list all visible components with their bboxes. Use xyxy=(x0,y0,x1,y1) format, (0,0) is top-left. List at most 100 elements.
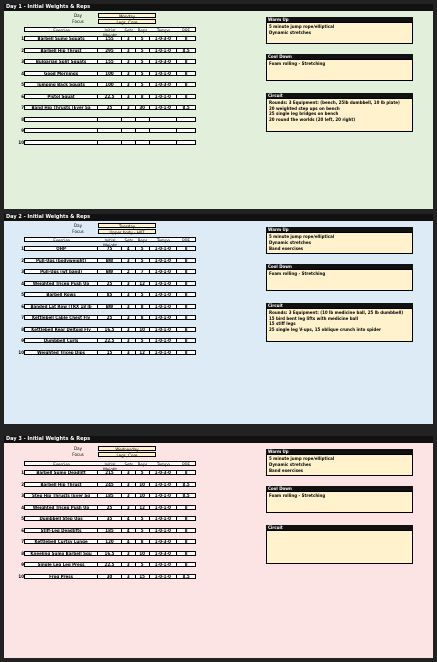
rpe-cell[interactable]: 8 xyxy=(184,350,188,354)
exercise-name-cell[interactable]: Banded Lat Row (TRX 18 lb xyxy=(25,304,99,308)
rpe-cell[interactable]: 8.5 xyxy=(182,494,190,497)
rpe-cell[interactable]: 8 xyxy=(184,281,188,285)
reps-cell[interactable]: 5 xyxy=(136,37,150,40)
exercise-name-cell[interactable]: Kettlebell Rear Deltoid Fly xyxy=(25,327,99,331)
reps-cell[interactable]: 5 xyxy=(136,517,150,520)
sets-cell[interactable]: 3 xyxy=(122,482,136,486)
exercise-name-cell[interactable]: Single Leg Leg Press xyxy=(25,563,99,566)
tempo-cell[interactable]: 1-0-3-0 xyxy=(150,83,178,86)
initial-weight-cell[interactable]: 155 xyxy=(98,60,122,63)
exercise-name-cell[interactable]: OHP xyxy=(25,247,99,250)
sets-cell[interactable]: 3 xyxy=(122,281,136,285)
tempo-cell[interactable]: 1-0-1-0 xyxy=(150,293,178,296)
initial-weight-cell[interactable]: 100 xyxy=(98,83,122,86)
sets-cell[interactable]: 3 xyxy=(122,551,136,555)
sets-cell[interactable]: 3 xyxy=(122,316,136,319)
initial-weight-cell[interactable]: 295 xyxy=(98,48,122,52)
reps-cell[interactable]: 10 xyxy=(136,327,150,331)
circuit-body[interactable]: Rounds: 3 Equipment: (bench, 25lb dumbbe… xyxy=(266,98,413,132)
day-value[interactable]: Tuesday xyxy=(98,223,156,229)
sets-cell[interactable]: 3 xyxy=(122,471,136,474)
initial-weight-cell[interactable]: 15 xyxy=(98,350,122,354)
sets-cell[interactable]: 2 xyxy=(122,270,136,273)
sets-cell[interactable] xyxy=(122,117,136,121)
exercise-name-cell[interactable]: Frog Press xyxy=(25,574,99,578)
sets-cell[interactable]: 3 xyxy=(122,258,136,262)
cooldown-body[interactable]: Foam rolling - Stretching xyxy=(266,269,413,291)
rpe-cell[interactable]: 8 xyxy=(184,471,188,474)
reps-cell[interactable]: 5 xyxy=(136,258,150,262)
exercise-name-cell[interactable]: Weighted Tricep Dips xyxy=(25,350,99,354)
warmup-body[interactable]: 5 minute jump rope/elliptical Dynamic st… xyxy=(266,232,413,254)
rpe-cell[interactable]: 8 xyxy=(184,540,188,543)
rpe-cell[interactable]: 8 xyxy=(184,505,188,509)
rpe-cell[interactable]: 8 xyxy=(184,71,188,75)
tempo-cell[interactable]: 1-0-1-0 xyxy=(150,304,178,308)
focus-value[interactable]: Legs, Core xyxy=(98,452,156,458)
exercise-name-cell[interactable]: Dumbbell Curls xyxy=(25,339,99,342)
rpe-cell[interactable] xyxy=(177,129,195,132)
warmup-body[interactable]: 5 minute jump rope/elliptical Dynamic st… xyxy=(266,454,413,476)
rpe-cell[interactable]: 8 xyxy=(184,83,188,86)
rpe-cell[interactable]: 8 xyxy=(184,563,188,566)
focus-value[interactable]: Legs, Core xyxy=(98,19,156,25)
tempo-cell[interactable]: 1-0-1-0 xyxy=(150,574,178,578)
cooldown-body[interactable]: Foam rolling - Stretching xyxy=(266,491,413,513)
initial-weight-cell[interactable]: BW xyxy=(98,270,122,273)
rpe-cell[interactable]: 8 xyxy=(184,551,188,555)
initial-weight-cell[interactable]: 85 xyxy=(98,293,122,296)
rpe-cell[interactable]: 8 xyxy=(184,94,188,98)
initial-weight-cell[interactable]: 22.5 xyxy=(98,563,122,566)
reps-cell[interactable]: 5 xyxy=(136,71,150,75)
tempo-cell[interactable]: 1-0-1-0 xyxy=(150,247,178,250)
exercise-name-cell[interactable]: Weighted Tricep Push Up xyxy=(25,281,99,285)
tempo-cell[interactable]: 1-0-1-0 xyxy=(150,281,178,285)
tempo-cell[interactable]: 1-0-1-0 xyxy=(150,517,178,520)
sets-cell[interactable]: 3 xyxy=(122,350,136,354)
reps-cell[interactable]: 5 xyxy=(136,83,150,86)
sets-cell[interactable]: 3 xyxy=(122,505,136,509)
reps-cell[interactable]: 5 xyxy=(136,528,150,532)
sets-cell[interactable]: 3 xyxy=(122,304,136,308)
reps-cell[interactable] xyxy=(136,140,150,144)
exercise-name-cell[interactable]: Kettlebell Cable Chest Fly xyxy=(25,316,99,319)
tempo-cell[interactable]: 1-0-3-0 xyxy=(150,60,178,63)
initial-weight-cell[interactable]: 100 xyxy=(98,71,122,75)
initial-weight-cell[interactable]: 25 xyxy=(98,281,122,285)
initial-weight-cell[interactable]: 185 xyxy=(98,494,122,497)
reps-cell[interactable]: 5 xyxy=(136,293,150,296)
rpe-cell[interactable]: 8 xyxy=(184,258,188,262)
initial-weight-cell[interactable] xyxy=(98,129,122,132)
tempo-cell[interactable]: 1-0-1-0 xyxy=(150,482,178,486)
initial-weight-cell[interactable]: 155 xyxy=(98,37,122,40)
reps-cell[interactable]: 12 xyxy=(136,281,150,285)
tempo-cell[interactable]: 1-0-1-0 xyxy=(150,563,178,566)
reps-cell[interactable]: 8 xyxy=(136,304,150,308)
reps-cell[interactable]: 5 xyxy=(136,563,150,566)
sets-cell[interactable]: 3 xyxy=(122,94,136,98)
reps-cell[interactable]: 10 xyxy=(136,482,150,486)
tempo-cell[interactable] xyxy=(150,129,178,132)
rpe-cell[interactable]: 8 xyxy=(184,37,188,40)
tempo-cell[interactable]: 1-0-3-0 xyxy=(150,471,178,474)
initial-weight-cell[interactable] xyxy=(98,117,122,121)
reps-cell[interactable]: 5 xyxy=(136,247,150,250)
sets-cell[interactable]: 3 xyxy=(122,563,136,566)
sets-cell[interactable]: 4 xyxy=(122,247,136,250)
reps-cell[interactable]: 5 xyxy=(136,471,150,474)
tempo-cell[interactable]: 1-0-3-0 xyxy=(150,551,178,555)
tempo-cell[interactable]: 1-0-1-0 xyxy=(150,339,178,342)
exercise-name-cell[interactable]: Kneeling Sumo Barbell Squ xyxy=(25,551,99,555)
tempo-cell[interactable]: 1-0-3-0 xyxy=(150,37,178,40)
reps-cell[interactable]: 10 xyxy=(136,551,150,555)
initial-weight-cell[interactable]: 25 xyxy=(98,106,122,109)
exercise-name-cell[interactable]: Barbell Rows xyxy=(25,293,99,296)
reps-cell[interactable]: 5 xyxy=(136,60,150,63)
sets-cell[interactable]: 3 xyxy=(122,106,136,109)
exercise-name-cell[interactable] xyxy=(25,117,99,121)
initial-weight-cell[interactable]: 215 xyxy=(98,471,122,474)
rpe-cell[interactable]: 8 xyxy=(184,304,188,308)
exercise-name-cell[interactable]: Pistol Squat xyxy=(25,94,99,98)
reps-cell[interactable]: 7 xyxy=(136,270,150,273)
rpe-cell[interactable]: 8.5 xyxy=(182,574,190,578)
